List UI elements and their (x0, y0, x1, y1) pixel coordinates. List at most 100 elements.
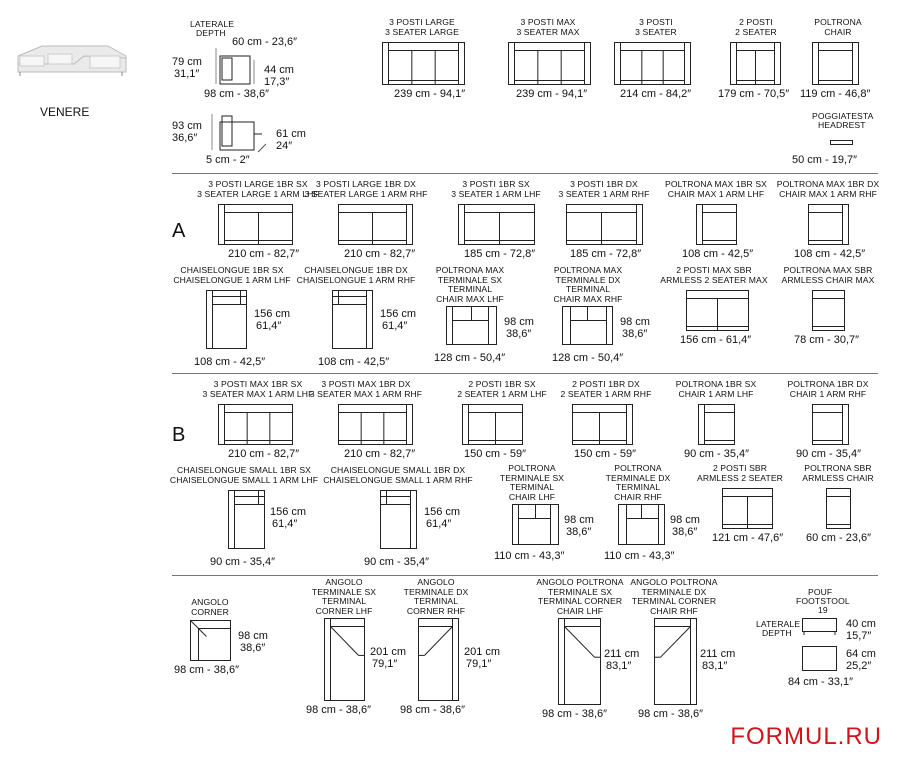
module-label-line: CHAIR 1 ARM LHF (678, 388, 754, 399)
module-plan-drawing (812, 290, 845, 331)
module-label-line: 3 POSTI LARGE 1BR SX (208, 179, 308, 189)
module-depth-in: 38,6″ (240, 642, 266, 654)
module-width-dimension: 108 cm - 42,5″ (682, 248, 754, 260)
module-label-line: 3 SEATER LARGE 1 ARM RHF (304, 188, 428, 199)
depth-r-cm: 61 cm (276, 128, 306, 140)
module-plan-drawing (808, 204, 849, 245)
module-label-line: TERMINAL (615, 482, 661, 492)
depth-width: 60 cm - 23,6″ (232, 36, 298, 48)
module-width-dimension: 78 cm - 30,7″ (794, 334, 860, 346)
module-label-line: TERMINALE SX (437, 274, 503, 285)
module-depth-in: 83,1″ (702, 660, 728, 672)
module-depth-cm: 156 cm (380, 308, 417, 320)
module-label-line: ANGOLO (325, 577, 363, 587)
depth-height-cm: 79 cm (172, 56, 202, 68)
module-label-line: POLTRONA MAX (435, 265, 505, 275)
module-label-line: CHAIR RHF (614, 491, 662, 502)
module-width-dimension: 239 cm - 94,1″ (516, 88, 588, 100)
module-plan-drawing (206, 290, 247, 349)
divider-b (172, 373, 878, 374)
module-label-line: POLTRONA MAX (553, 265, 623, 275)
module-width-dimension: 119 cm - 46,8″ (800, 88, 871, 100)
section-b-label: B (172, 424, 186, 446)
module-plan-drawing (338, 204, 413, 245)
module-label-line: TERMINALE SX (499, 472, 565, 483)
module-width-dimension: 90 cm - 35,4″ (364, 556, 430, 568)
module-plan-drawing (512, 504, 559, 545)
headrest-dim: 50 cm - 19,7″ (792, 154, 858, 166)
module-width-dimension: 179 cm - 70,5″ (718, 88, 790, 100)
pouf-d-in: 25,2″ (846, 660, 872, 672)
module-label-line: 3 SEATER MAX (516, 26, 580, 37)
module-label-line: CHAISELONGUE SMALL 1 ARM RHF (323, 474, 473, 485)
module-label-line: 3 POSTI MAX 1BR DX (321, 379, 411, 389)
module-label-line: 3 SEATER MAX 1 ARM RHF (309, 388, 423, 399)
module-label-line: CORNER (191, 606, 229, 617)
module-plan-drawing (812, 404, 849, 445)
pouf-label-2: FOOTSTOOL (796, 596, 850, 606)
module-label-line: 2 POSTI 1BR DX (572, 379, 640, 389)
module-depth-in: 38,6″ (506, 328, 532, 340)
pouf-top-drawing (802, 646, 837, 671)
module-label-line: TERMINALE SX (547, 586, 613, 597)
module-width-dimension: 128 cm - 50,4″ (552, 352, 624, 364)
module-depth-cm: 211 cm (604, 648, 640, 660)
module-depth-in: 61,4″ (426, 518, 452, 530)
module-plan-drawing (382, 42, 465, 85)
module-width-dimension: 90 cm - 35,4″ (210, 556, 276, 568)
module-label-line: CHAIR MAX RHF (553, 293, 623, 304)
module-label-line: TERMINAL (565, 284, 611, 294)
module-label-line: CHAISELONGUE SMALL 1BR DX (330, 465, 466, 475)
module-width-dimension: 150 cm - 59″ (464, 448, 526, 460)
module-label-line: POLTRONA MAX 1BR SX (664, 179, 768, 189)
module-depth-cm: 98 cm (564, 514, 594, 526)
module-depth-in: 61,4″ (256, 320, 282, 332)
module-plan-drawing (618, 504, 665, 545)
module-width-dimension: 150 cm - 59″ (574, 448, 636, 460)
module-width-dimension: 108 cm - 42,5″ (794, 248, 866, 260)
module-label-line: TERMINAL CORNER (537, 596, 623, 606)
module-label-line: ANGOLO POLTRONA (630, 577, 718, 587)
module-plan-drawing (566, 204, 643, 245)
depth-height-in: 31,1″ (174, 68, 200, 80)
module-plan-drawing (228, 490, 265, 549)
module-label-line: ARMLESS 2 SEATER (697, 472, 783, 483)
module-label-line: CHAIR (824, 26, 852, 37)
divider-corner (172, 575, 878, 576)
module-label-line: 2 POSTI MAX SBR (676, 265, 752, 275)
module-width-dimension: 185 cm - 72,8″ (464, 248, 536, 260)
pouf-side-2: DEPTH (762, 628, 792, 638)
pouf-label-3: 19 (818, 605, 828, 615)
module-label-line: POLTRONA MAX 1BR DX (776, 179, 880, 189)
module-plan-drawing (686, 290, 749, 331)
module-label-line: ANGOLO (417, 577, 455, 587)
module-width-dimension: 108 cm - 42,5″ (194, 356, 266, 368)
module-plan-drawing (696, 204, 737, 245)
depth-step: 5 cm - 2″ (206, 154, 250, 166)
module-label-line: 2 POSTI (739, 17, 773, 27)
module-label-line: 3 SEATER 1 ARM RHF (558, 188, 650, 199)
headrest-label-2: HEADREST (818, 120, 866, 130)
module-width-dimension: 110 cm - 43,3″ (494, 550, 565, 562)
module-plan-drawing (654, 618, 697, 705)
module-width-dimension: 90 cm - 35,4″ (796, 448, 862, 460)
depth-seat-in: 17,3″ (264, 76, 290, 88)
headrest-drawing (830, 140, 853, 145)
module-label-line: 3 POSTI 1BR DX (570, 179, 638, 189)
depth-label-2: DEPTH (196, 28, 226, 38)
